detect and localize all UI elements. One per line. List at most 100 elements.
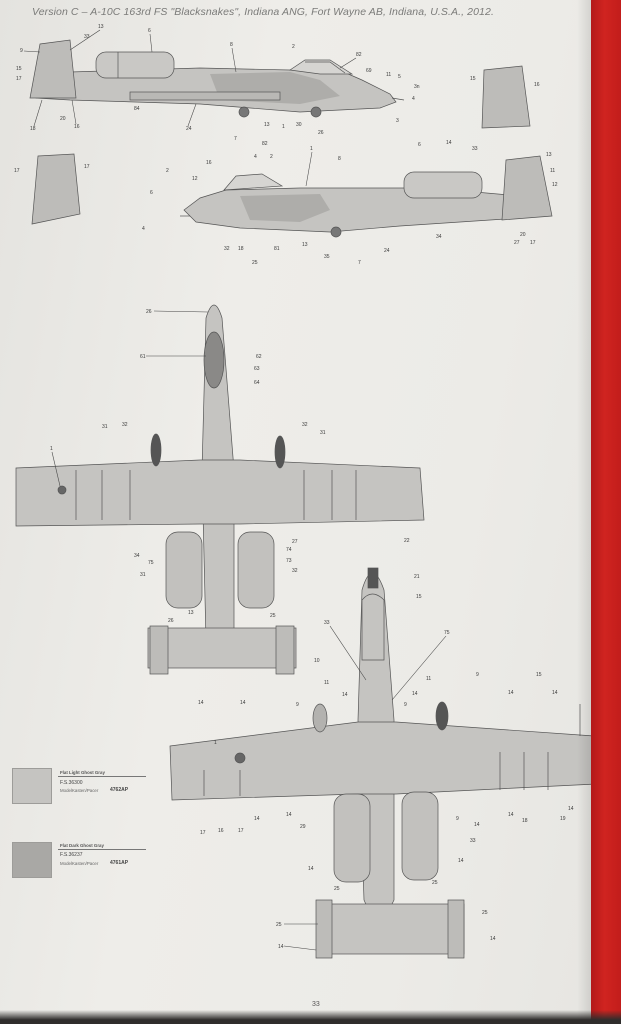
paint-fs-code: F.S.36300 (60, 780, 83, 786)
svg-text:33: 33 (84, 34, 90, 40)
svg-text:25: 25 (334, 886, 340, 892)
svg-text:14: 14 (508, 812, 514, 818)
svg-text:11: 11 (550, 168, 555, 174)
svg-text:9: 9 (296, 702, 299, 708)
svg-text:5: 5 (398, 74, 401, 80)
svg-text:74: 74 (286, 547, 292, 553)
svg-text:2: 2 (270, 154, 273, 160)
paint-product-code: 4762AP (110, 787, 129, 793)
svg-text:20: 20 (520, 232, 526, 238)
svg-text:26: 26 (146, 309, 152, 315)
svg-text:11: 11 (324, 680, 329, 686)
svg-text:27: 27 (292, 539, 298, 545)
svg-text:35: 35 (324, 254, 330, 260)
svg-text:4: 4 (412, 96, 415, 102)
paint-divider (58, 776, 146, 777)
svg-text:4: 4 (254, 154, 257, 160)
svg-text:32: 32 (224, 246, 230, 252)
svg-text:26: 26 (318, 130, 324, 136)
svg-text:25: 25 (482, 910, 488, 916)
svg-text:14: 14 (552, 690, 558, 696)
svg-text:14: 14 (458, 858, 464, 864)
svg-text:22: 22 (404, 538, 410, 544)
svg-text:10: 10 (314, 658, 320, 664)
bottom-view-plane (169, 567, 597, 959)
svg-text:9: 9 (404, 702, 407, 708)
svg-text:82: 82 (262, 141, 268, 147)
svg-text:7: 7 (358, 260, 361, 266)
svg-text:14: 14 (278, 944, 284, 950)
dark-ghost-gray-swatch (12, 842, 52, 878)
svg-text:24: 24 (384, 248, 390, 254)
tail-fin-left: 17 17 (14, 153, 90, 225)
svg-text:13: 13 (188, 610, 194, 616)
svg-text:15: 15 (416, 594, 422, 600)
svg-text:25: 25 (276, 922, 282, 928)
svg-text:14: 14 (412, 691, 418, 697)
red-background-edge (591, 0, 621, 1024)
svg-text:11: 11 (386, 72, 391, 78)
svg-text:13: 13 (302, 242, 308, 248)
svg-text:9: 9 (20, 48, 23, 54)
svg-text:25: 25 (252, 260, 258, 266)
svg-text:84: 84 (134, 106, 140, 112)
svg-text:18: 18 (238, 246, 244, 252)
svg-text:14: 14 (198, 700, 204, 706)
svg-text:31: 31 (320, 430, 326, 436)
svg-text:19: 19 (560, 816, 566, 822)
svg-text:11: 11 (426, 676, 431, 682)
svg-text:13: 13 (98, 24, 104, 30)
svg-text:32: 32 (302, 422, 308, 428)
paint-fs-code: F.S.36237 (60, 852, 83, 858)
svg-text:1: 1 (310, 146, 313, 152)
svg-text:9: 9 (476, 672, 479, 678)
svg-text:75: 75 (444, 630, 450, 636)
svg-text:30: 30 (296, 122, 302, 128)
svg-text:2: 2 (292, 44, 295, 50)
paint-divider (58, 849, 146, 850)
svg-text:14: 14 (286, 812, 292, 818)
svg-text:20: 20 (60, 116, 66, 122)
svg-text:2: 2 (166, 168, 169, 174)
svg-text:33: 33 (324, 620, 330, 626)
svg-text:24: 24 (186, 126, 192, 132)
svg-text:3: 3 (396, 118, 399, 124)
svg-text:17: 17 (84, 164, 90, 170)
svg-text:64: 64 (254, 380, 260, 386)
svg-text:18: 18 (522, 818, 528, 824)
svg-text:34: 34 (134, 553, 140, 559)
svg-text:17: 17 (16, 76, 22, 82)
tail-fin-right: 15 16 (470, 65, 540, 129)
svg-text:33: 33 (472, 146, 478, 152)
svg-text:33: 33 (470, 838, 476, 844)
svg-text:14: 14 (474, 822, 480, 828)
svg-text:17: 17 (200, 830, 206, 836)
page-title: Version C – A-10C 163rd FS "Blacksnakes"… (32, 6, 494, 18)
svg-text:17: 17 (238, 828, 244, 834)
svg-text:32: 32 (122, 422, 128, 428)
svg-text:26: 26 (168, 618, 174, 624)
svg-text:13: 13 (546, 152, 552, 158)
svg-text:12: 12 (192, 176, 198, 182)
svg-text:29: 29 (300, 824, 306, 830)
svg-text:14: 14 (240, 700, 246, 706)
svg-text:6: 6 (148, 28, 151, 34)
paint-brand: ModelKasten/Pacer (60, 788, 99, 793)
right-side-profile (180, 155, 553, 238)
svg-text:14: 14 (254, 816, 260, 822)
svg-text:18: 18 (30, 126, 36, 132)
svg-text:13: 13 (264, 122, 270, 128)
svg-text:25: 25 (270, 613, 276, 619)
svg-text:25: 25 (432, 880, 438, 886)
svg-text:17: 17 (14, 168, 20, 174)
paint-name: Flat Light Ghost Gray (60, 770, 105, 775)
svg-text:8: 8 (338, 156, 341, 162)
svg-text:8: 8 (230, 42, 233, 48)
svg-text:63: 63 (254, 366, 260, 372)
page-number: 33 (312, 1001, 320, 1008)
svg-text:7: 7 (234, 136, 237, 142)
light-ghost-gray-swatch (12, 768, 52, 804)
